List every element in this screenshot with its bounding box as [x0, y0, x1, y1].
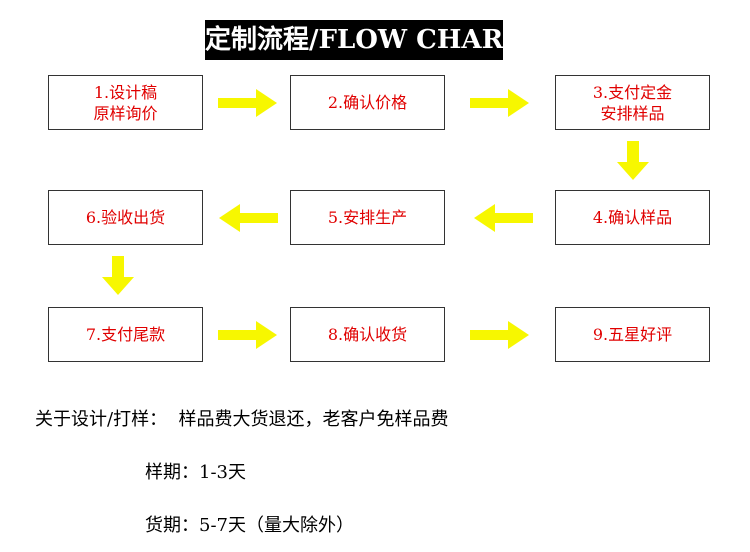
- step-8-line1: 8.确认收货: [327, 325, 408, 344]
- delivery-time-note: 货期：5-7天（量大除外）: [145, 515, 354, 536]
- step-5-line1: 5.安排生产: [327, 208, 408, 227]
- arrow-right-icon: [470, 89, 529, 117]
- arrow-left-icon: [219, 204, 278, 232]
- step-8-box: 8.确认收货: [290, 307, 445, 362]
- step-9-line1: 9.五星好评: [592, 325, 673, 344]
- step-7-box: 7.支付尾款: [48, 307, 203, 362]
- sample-time-note: 样期：1-3天: [145, 462, 246, 483]
- page-title: 定制流程/FLOW CHART: [205, 20, 522, 60]
- step-6-box: 6.验收出货: [48, 190, 203, 245]
- step-4-line1: 4.确认样品: [592, 208, 673, 227]
- arrow-right-icon: [218, 89, 277, 117]
- step-2-line1: 2.确认价格: [327, 93, 408, 112]
- step-9-box: 9.五星好评: [555, 307, 710, 362]
- step-3-box: 3.支付定金 安排样品: [555, 75, 710, 130]
- step-7-line1: 7.支付尾款: [85, 325, 166, 344]
- arrow-down-icon: [102, 256, 134, 295]
- step-4-box: 4.确认样品: [555, 190, 710, 245]
- step-2-box: 2.确认价格: [290, 75, 445, 130]
- arrow-left-icon: [474, 204, 533, 232]
- step-3-line1: 3.支付定金: [592, 82, 673, 102]
- step-5-box: 5.安排生产: [290, 190, 445, 245]
- step-1-box: 1.设计稿 原样询价: [48, 75, 203, 130]
- step-1-line1: 1.设计稿: [93, 82, 158, 102]
- step-1-line2: 原样询价: [93, 103, 158, 123]
- arrow-right-icon: [218, 321, 277, 349]
- design-sample-note: 关于设计/打样： 样品费大货退还，老客户免样品费: [35, 409, 449, 430]
- arrow-down-icon: [617, 141, 649, 180]
- step-6-line1: 6.验收出货: [85, 208, 166, 227]
- arrow-right-icon: [470, 321, 529, 349]
- step-3-line2: 安排样品: [600, 103, 665, 123]
